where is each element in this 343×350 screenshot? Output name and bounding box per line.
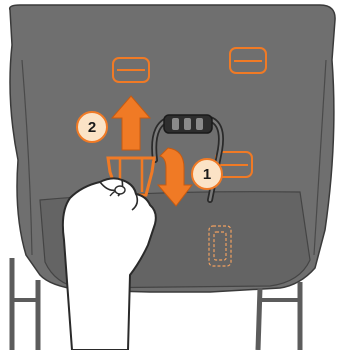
svg-text:2: 2 (88, 119, 96, 136)
step-1-badge: 1 (192, 159, 222, 189)
svg-text:1: 1 (203, 166, 211, 183)
harness-buckle-icon (164, 115, 212, 133)
step-2-badge: 2 (77, 112, 107, 142)
